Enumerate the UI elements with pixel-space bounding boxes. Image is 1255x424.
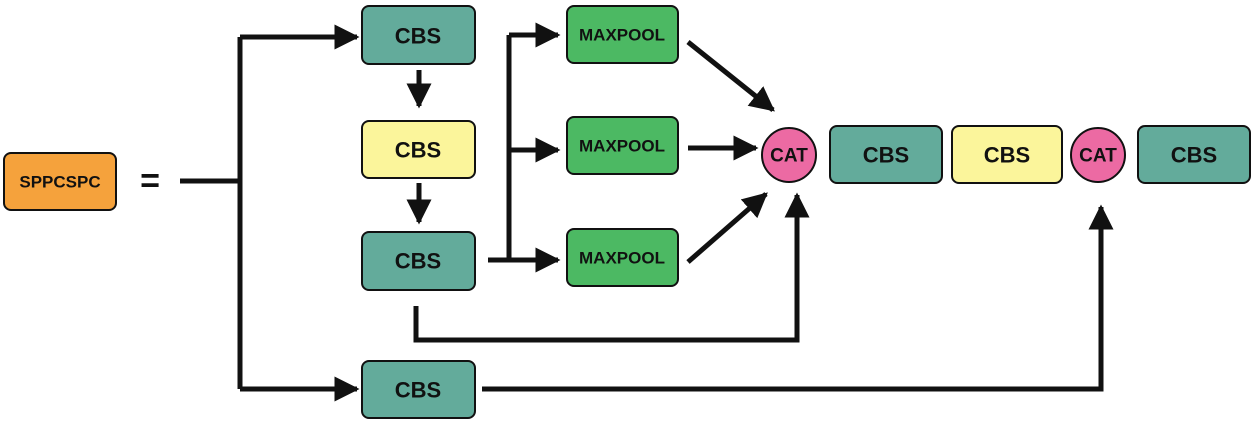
cbs-low-label: CBS	[395, 249, 441, 274]
cat-2-label: CAT	[1079, 146, 1117, 167]
cbs-block-mid: CBS	[361, 120, 476, 179]
equals-sign: =	[140, 162, 160, 200]
cbs-block-after-cat-1: CBS	[829, 125, 943, 184]
cbs-block-yellow-after: CBS	[951, 125, 1063, 184]
sppcspc-label: SPPCSPC	[19, 173, 100, 192]
cbs-bottom-label: CBS	[395, 378, 441, 403]
cbs-top-label: CBS	[395, 24, 441, 49]
arrow-cbs-bottom-skip-to-cat-2	[482, 204, 1114, 392]
maxpool-1-label: MAXPOOL	[579, 26, 665, 45]
cbs-after-cat-1-label: CBS	[863, 143, 909, 168]
arrow-maxpool-3-to-cat	[686, 192, 768, 264]
cbs-block-top: CBS	[361, 5, 476, 65]
cbs-block-final: CBS	[1137, 125, 1251, 184]
cat-1-label: CAT	[770, 146, 808, 167]
cat-node-1: CAT	[761, 127, 817, 183]
cbs-final-label: CBS	[1171, 143, 1217, 168]
connectors	[180, 22, 1114, 402]
cbs-block-low: CBS	[361, 231, 476, 291]
cat-node-2: CAT	[1070, 127, 1126, 183]
maxpool-block-3: MAXPOOL	[566, 228, 679, 287]
cbs-yellow-after-label: CBS	[984, 143, 1030, 168]
arrow-maxpool-1-to-cat	[686, 40, 775, 112]
cbs-mid-label: CBS	[395, 138, 441, 163]
maxpool-block-1: MAXPOOL	[566, 5, 679, 64]
maxpool-2-label: MAXPOOL	[579, 137, 665, 156]
maxpool-block-2: MAXPOOL	[566, 116, 679, 175]
cbs-block-bottom: CBS	[361, 360, 476, 419]
sppcspc-block: SPPCSPC	[3, 152, 117, 211]
arrow-cbs-low-skip-to-cat-1	[413, 192, 810, 343]
maxpool-3-label: MAXPOOL	[579, 249, 665, 268]
